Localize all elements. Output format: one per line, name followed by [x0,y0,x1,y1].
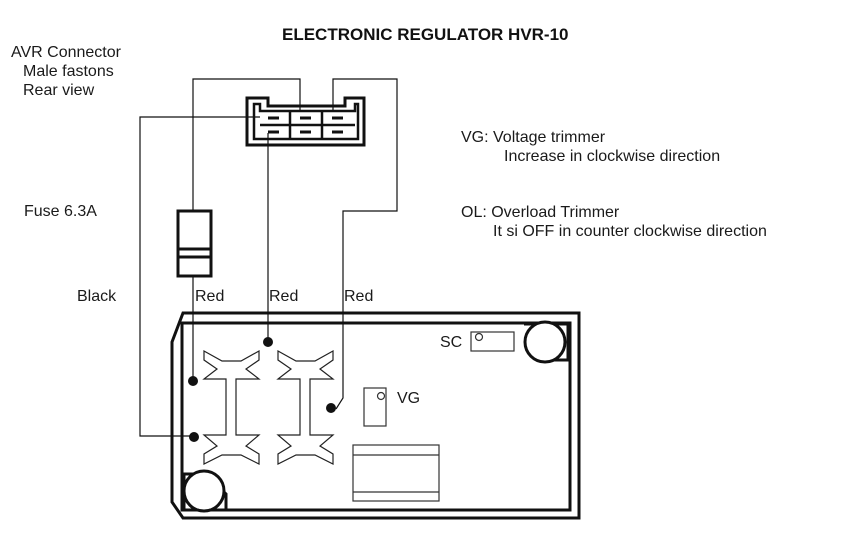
dot-red-1 [188,376,198,386]
diagram-title: ELECTRONIC REGULATOR HVR-10 [282,25,569,44]
connection-dots [188,337,336,442]
rectifier-diodes [202,349,335,465]
wire-red-3 [332,78,398,410]
dot-red-2 [263,337,273,347]
wire-label-red-3: Red [344,288,374,305]
wires [139,78,398,437]
wire-label-black: Black [77,288,117,305]
mounting-hole-bottom-left [182,469,228,513]
ol-note-desc: It si OFF in counter clockwise direction [493,223,767,240]
connector-note-line2: Male fastons [23,63,114,80]
connector-note-line1: AVR Connector [11,44,121,61]
sc-label: SC [440,334,463,351]
connector-note-line3: Rear view [23,82,95,99]
vg-note-title: VG: Voltage trimmer [461,129,606,146]
ol-note-title: OL: Overload Trimmer [461,204,620,221]
avr-connector [245,96,366,147]
wire-label-red-1: Red [195,288,225,305]
regulator-board [170,311,581,520]
heatsink-right [276,349,335,465]
vg-note-desc: Increase in clockwise direction [504,148,721,165]
mounting-hole-top-right [523,320,570,364]
fuse-icon [176,209,213,278]
sc-trimmer [470,331,515,352]
vg-label: VG [397,390,421,407]
dot-black [189,432,199,442]
wire-black [139,116,260,437]
fuse-label: Fuse 6.3A [24,203,97,220]
wire-label-red-2: Red [269,288,299,305]
vg-trimmer [363,387,387,427]
dot-red-3 [326,403,336,413]
heatsink-left [202,349,261,465]
capacitor-block [352,444,440,502]
